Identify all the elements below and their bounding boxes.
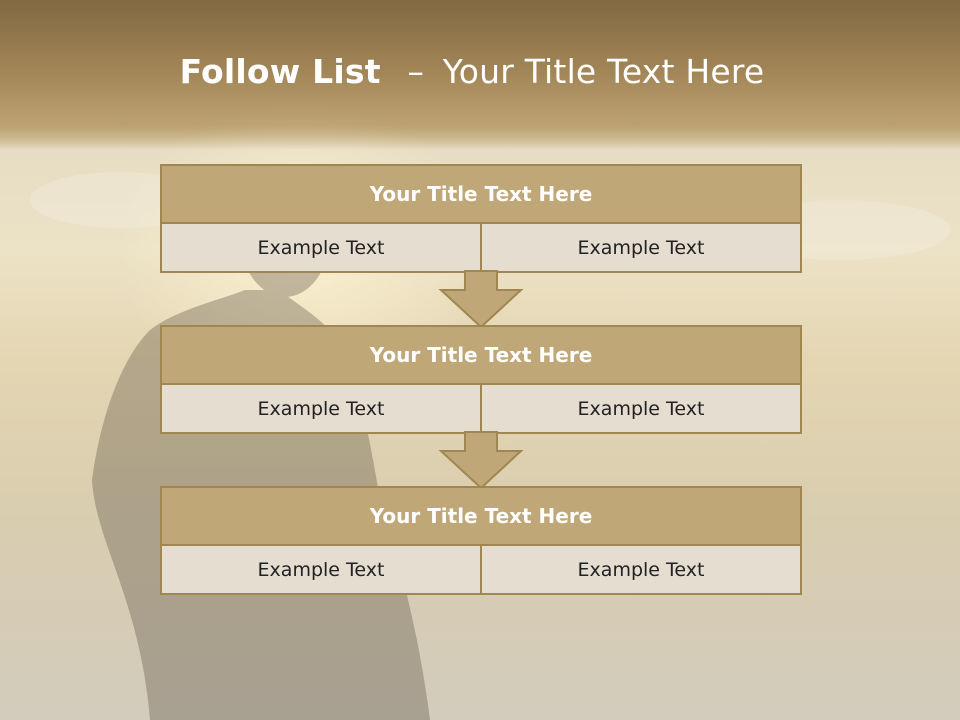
title-bold-part: Follow List (179, 52, 381, 91)
step-title-3[interactable]: Your Title Text Here (162, 488, 800, 546)
down-arrow-2 (438, 431, 524, 490)
step-2-cell-right[interactable]: Example Text (480, 385, 800, 432)
step-3-cell-right[interactable]: Example Text (480, 546, 800, 593)
step-block-3: Your Title Text Here Example Text Exampl… (160, 486, 802, 595)
step-block-1: Your Title Text Here Example Text Exampl… (160, 164, 802, 273)
step-row-3: Example Text Example Text (162, 546, 800, 593)
step-row-2: Example Text Example Text (162, 385, 800, 432)
step-block-2: Your Title Text Here Example Text Exampl… (160, 325, 802, 434)
title-separator: – (407, 52, 425, 91)
step-1-cell-left[interactable]: Example Text (162, 224, 480, 271)
step-row-1: Example Text Example Text (162, 224, 800, 271)
step-title-2[interactable]: Your Title Text Here (162, 327, 800, 385)
step-2-cell-left[interactable]: Example Text (162, 385, 480, 432)
step-title-1[interactable]: Your Title Text Here (162, 166, 800, 224)
title-bar (0, 0, 960, 150)
slide-title: Follow List – Your Title Text Here (0, 52, 944, 91)
step-3-cell-left[interactable]: Example Text (162, 546, 480, 593)
title-rest-part: Your Title Text Here (442, 52, 765, 91)
step-1-cell-right[interactable]: Example Text (480, 224, 800, 271)
down-arrow-1 (438, 270, 524, 329)
